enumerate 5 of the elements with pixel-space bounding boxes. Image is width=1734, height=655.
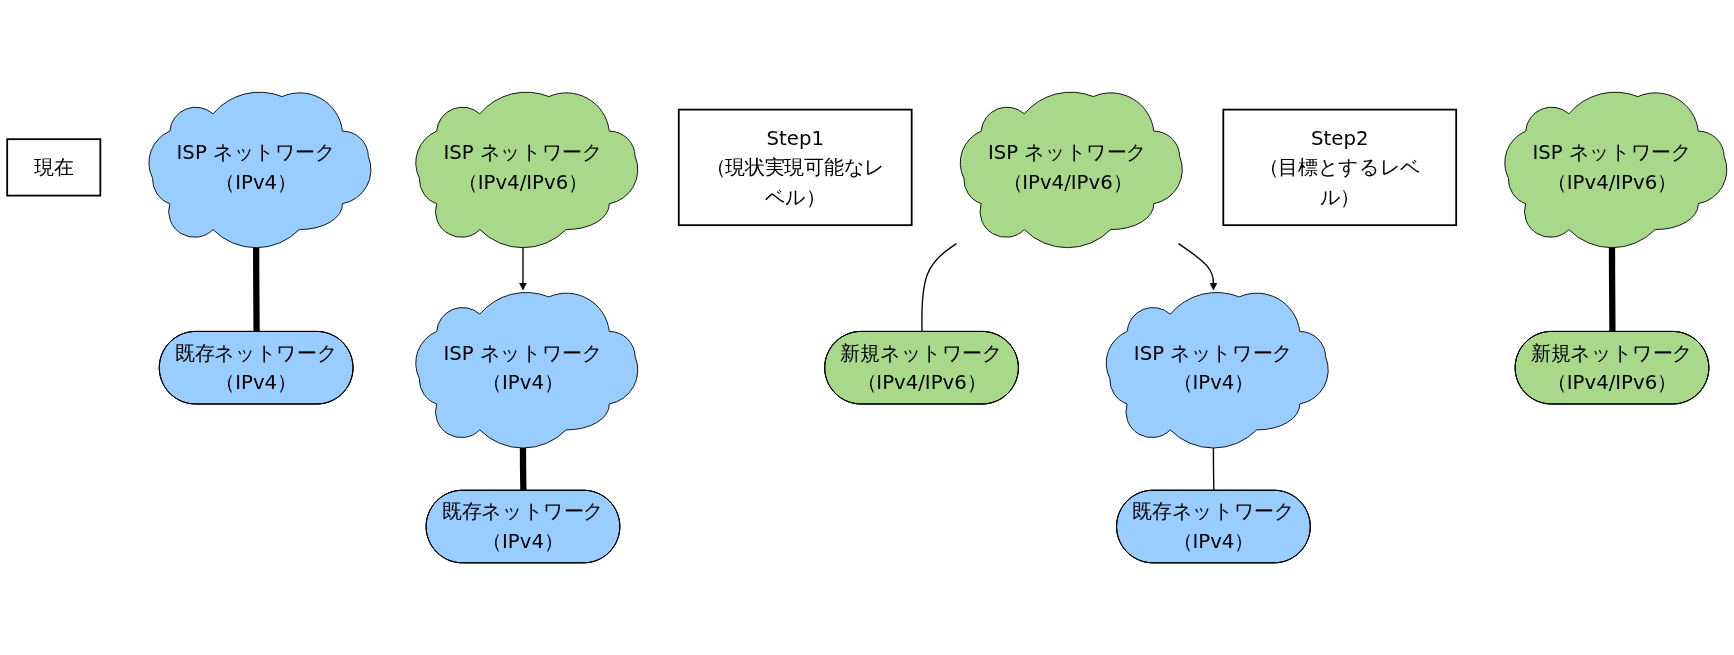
arrow [1177, 242, 1218, 291]
node-box: Step2 （目標とするレベル） [1222, 108, 1458, 227]
node-box: 現在 [6, 138, 102, 197]
connector [921, 242, 958, 333]
node-box: Step1 （現状実現可能なレベル） [677, 108, 913, 227]
